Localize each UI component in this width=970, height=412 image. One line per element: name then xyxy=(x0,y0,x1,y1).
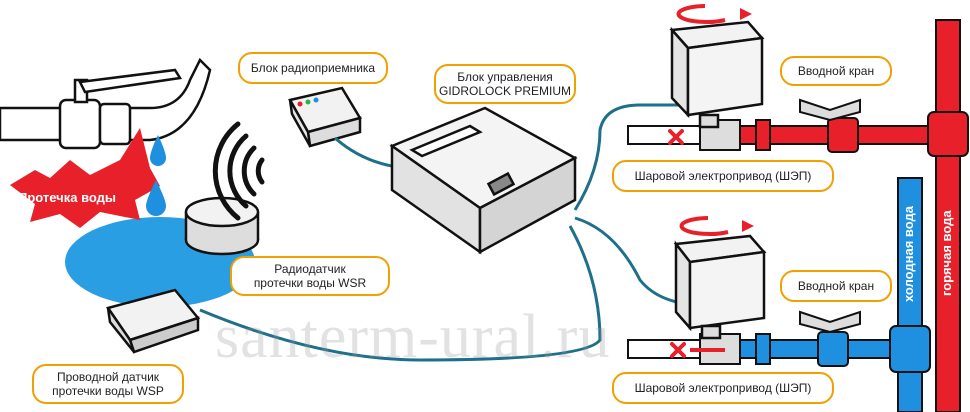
control-unit-device xyxy=(389,106,578,255)
hot-water-pipe xyxy=(627,19,969,412)
wifi-signal-icon xyxy=(212,121,265,221)
inlet-valve-bottom-callout: Вводной кран xyxy=(780,270,892,302)
wired-sensor-callout: Проводной датчик протечки воды WSP xyxy=(32,364,184,404)
actuator-bottom xyxy=(673,234,767,340)
cold-water-pipe xyxy=(627,177,931,412)
water-drop xyxy=(146,180,166,216)
inlet-valve-top-label: Вводной кран xyxy=(797,64,875,78)
control-unit-callout: Блок управления GIDROLOCK PREMIUM xyxy=(434,64,576,104)
inlet-valve-bottom-label: Вводной кран xyxy=(797,279,875,293)
wired-sensor-label-line1: Проводной датчик xyxy=(56,370,160,384)
actuator-bottom-label: Шаровой электропривод (ШЭП) xyxy=(634,381,812,395)
water-drop xyxy=(150,135,166,166)
watermark-text: santerm-ural.ru xyxy=(215,303,611,371)
wired-sensor-device xyxy=(105,288,201,354)
leak-label: Протечка воды xyxy=(18,190,117,205)
radio-sensor-label-line2: протечки воды WSR xyxy=(253,276,367,290)
x-mark-icon xyxy=(668,129,684,145)
radio-sensor-callout: Радиодатчик протечки воды WSR xyxy=(230,256,390,296)
radio-sensor-label-line1: Радиодатчик xyxy=(274,262,346,276)
leaking-pipe xyxy=(0,57,212,150)
actuator-top-label: Шаровой электропривод (ШЭП) xyxy=(634,169,812,183)
hot-water-label: горячая вода xyxy=(939,210,954,296)
wired-sensor-label-line2: протечки воды WSP xyxy=(52,384,164,398)
radio-receiver-label: Блок радиоприемника xyxy=(250,61,376,75)
cold-water-label: холодная вода xyxy=(901,206,916,302)
actuator-bottom-callout: Шаровой электропривод (ШЭП) xyxy=(612,372,834,404)
actuator-top-callout: Шаровой электропривод (ШЭП) xyxy=(612,160,834,192)
radio-receiver-callout: Блок радиоприемника xyxy=(238,52,388,84)
control-unit-label-line2: GIDROLOCK PREMIUM xyxy=(439,84,572,98)
control-unit-label-line1: Блок управления xyxy=(457,70,553,84)
rotate-arrow-icon xyxy=(676,4,752,24)
rotate-arrow-icon xyxy=(679,216,754,236)
actuator-top xyxy=(669,20,765,129)
leak-burst xyxy=(10,128,160,228)
inlet-valve-top-callout: Вводной кран xyxy=(780,56,892,86)
radio-receiver-device xyxy=(288,86,362,148)
x-mark-icon xyxy=(670,342,686,358)
